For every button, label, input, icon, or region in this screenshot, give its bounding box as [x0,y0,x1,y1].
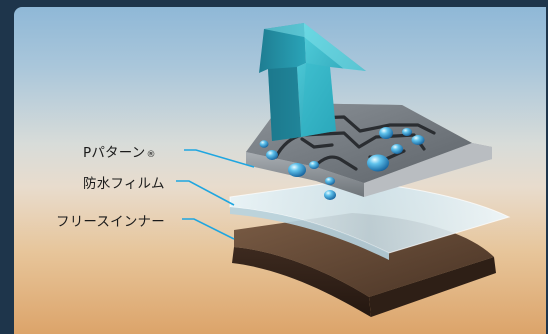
water-drop-icon [402,128,412,136]
water-drop-icon [309,161,319,169]
water-drop-icon [391,144,403,154]
leader-lines [176,149,255,240]
water-drop-icon [379,127,393,139]
water-drop-icon [324,190,336,200]
upward-arrow-icon [259,23,366,141]
pattern-label-text: Pパターン [83,145,146,161]
water-drop-icon [325,177,335,185]
water-drop-icon [259,140,269,148]
layer-diagram [176,23,511,317]
film-leader-line [176,180,235,206]
fleece-label-text: フリースインナー [56,214,165,230]
film-label: 防水フィルム [83,172,165,192]
pattern-label: Pパターン® [83,141,156,161]
water-drop-icons [259,127,425,200]
water-drop-icon [367,154,389,172]
registered-mark: ® [146,150,156,160]
water-drop-icon [266,150,278,160]
diagram-panel: Pパターン® 防水フィルム フリースインナー [14,7,546,334]
film-label-text: 防水フィルム [83,176,165,192]
fleece-label: フリースインナー [56,210,165,230]
pattern-leader-line [184,149,255,168]
water-drop-icon [288,163,306,177]
water-drop-icon [411,135,425,145]
fleece-leader-line [182,218,235,240]
